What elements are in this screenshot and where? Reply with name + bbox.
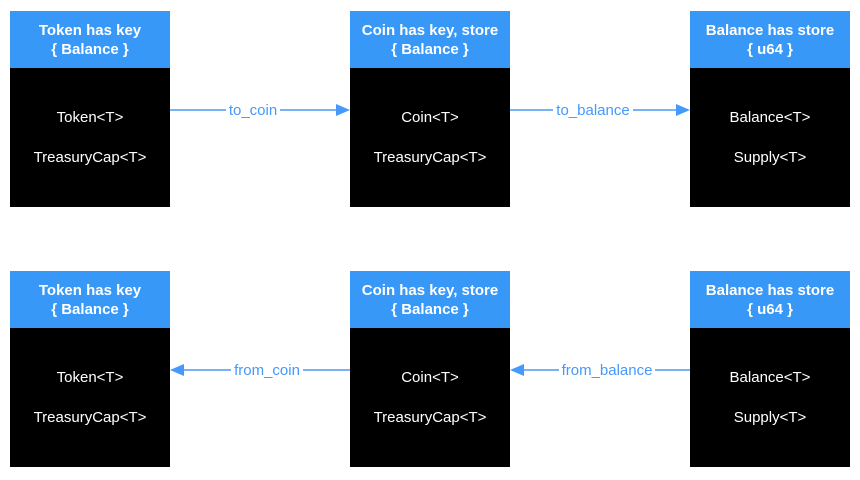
box-title-line2: { Balance } — [51, 40, 129, 58]
box-body: Coin<T> TreasuryCap<T> — [350, 328, 510, 467]
box-body: Coin<T> TreasuryCap<T> — [350, 68, 510, 207]
box-coin-row2: Coin has key, store { Balance } Coin<T> … — [350, 271, 510, 467]
arrowhead-left-icon — [170, 364, 184, 376]
arrow-label: from_coin — [234, 361, 300, 379]
box-header: Token has key { Balance } — [10, 11, 170, 68]
box-body: Token<T> TreasuryCap<T> — [10, 328, 170, 467]
box-title-line1: Balance has store — [705, 281, 835, 299]
box-title-line2: { Balance } — [51, 300, 129, 318]
box-field: Coin<T> — [401, 368, 459, 386]
arrow-line — [632, 109, 676, 111]
box-coin-row1: Coin has key, store { Balance } Coin<T> … — [350, 11, 510, 207]
box-header: Balance has store { u64 } — [690, 11, 850, 68]
box-header: Token has key { Balance } — [10, 271, 170, 328]
box-field: Balance<T> — [729, 368, 811, 386]
box-title-line2: { u64 } — [747, 40, 793, 58]
box-field: TreasuryCap<T> — [33, 148, 147, 166]
box-title-line1: Balance has store — [705, 21, 835, 39]
box-field: Coin<T> — [401, 108, 459, 126]
box-header: Coin has key, store { Balance } — [350, 271, 510, 328]
box-title-line2: { u64 } — [747, 300, 793, 318]
box-body: Balance<T> Supply<T> — [690, 328, 850, 467]
box-field: Balance<T> — [729, 108, 811, 126]
arrow-line — [524, 369, 559, 371]
box-field: TreasuryCap<T> — [373, 148, 487, 166]
box-title-line1: Coin has key, store — [361, 21, 499, 39]
box-balance-row1: Balance has store { u64 } Balance<T> Sup… — [690, 11, 850, 207]
arrow-label: from_balance — [561, 361, 653, 379]
arrow-label: to_balance — [556, 101, 630, 119]
box-field: Supply<T> — [733, 408, 807, 426]
arrow-line — [170, 109, 226, 111]
arrow-line — [655, 369, 691, 371]
box-title-line2: { Balance } — [391, 300, 469, 318]
box-title-line1: Token has key — [38, 21, 142, 39]
arrowhead-left-icon — [510, 364, 524, 376]
box-title-line1: Coin has key, store — [361, 281, 499, 299]
box-header: Balance has store { u64 } — [690, 271, 850, 328]
arrowhead-right-icon — [676, 104, 690, 116]
arrow-to-balance: to_balance — [510, 99, 690, 121]
arrow-line — [302, 369, 351, 371]
box-field: TreasuryCap<T> — [373, 408, 487, 426]
arrow-label: to_coin — [228, 101, 278, 119]
box-balance-row2: Balance has store { u64 } Balance<T> Sup… — [690, 271, 850, 467]
box-body: Balance<T> Supply<T> — [690, 68, 850, 207]
box-title-line2: { Balance } — [391, 40, 469, 58]
arrowhead-right-icon — [336, 104, 350, 116]
box-body: Token<T> TreasuryCap<T> — [10, 68, 170, 207]
box-token-row1: Token has key { Balance } Token<T> Treas… — [10, 11, 170, 207]
box-token-row2: Token has key { Balance } Token<T> Treas… — [10, 271, 170, 467]
arrow-line — [510, 109, 554, 111]
box-field: Supply<T> — [733, 148, 807, 166]
box-title-line1: Token has key — [38, 281, 142, 299]
arrow-from-coin: from_coin — [170, 359, 351, 381]
box-field: Token<T> — [56, 368, 124, 386]
arrow-line — [184, 369, 232, 371]
box-field: Token<T> — [56, 108, 124, 126]
arrow-line — [280, 109, 336, 111]
box-header: Coin has key, store { Balance } — [350, 11, 510, 68]
arrow-to-coin: to_coin — [170, 99, 350, 121]
box-field: TreasuryCap<T> — [33, 408, 147, 426]
arrow-from-balance: from_balance — [510, 359, 691, 381]
